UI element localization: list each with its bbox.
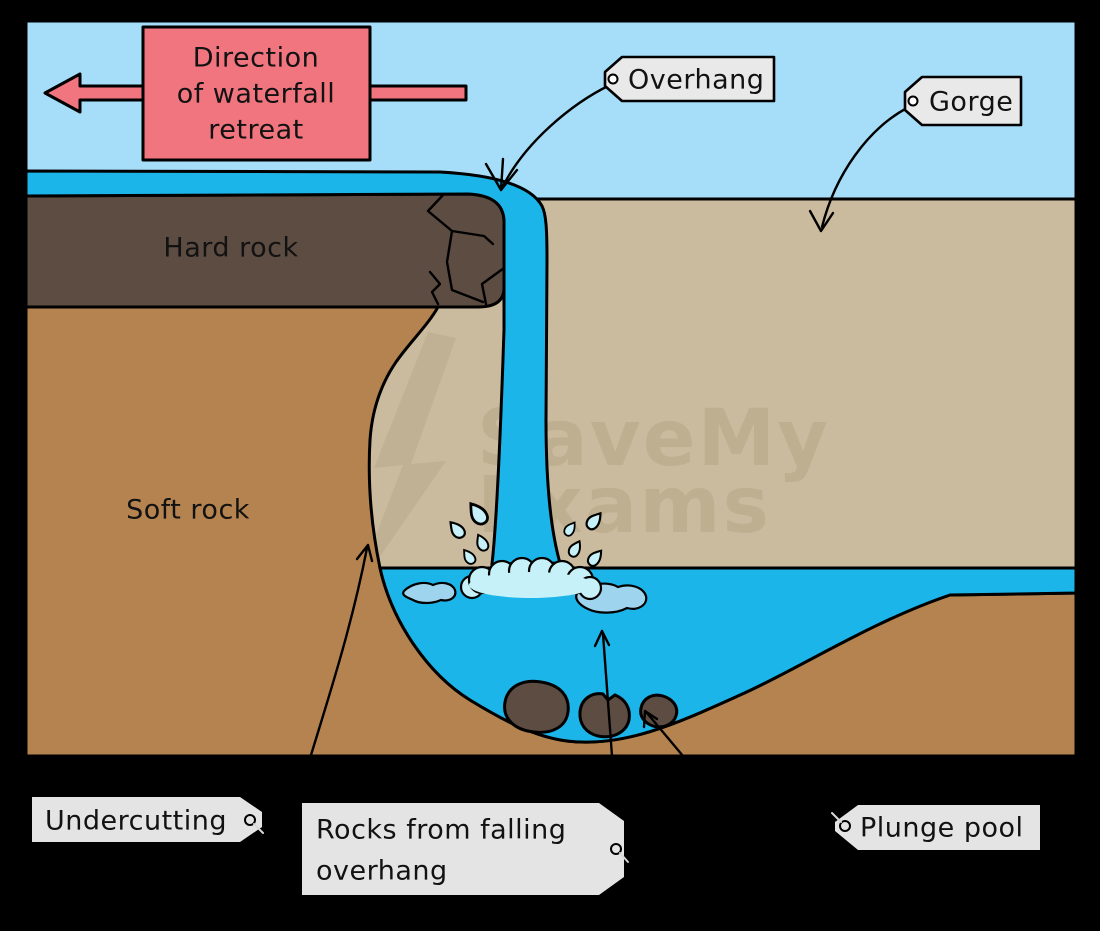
gorge-pointer-line — [820, 105, 911, 229]
hard-rock-cracks — [426, 193, 506, 306]
tag-eyelet-icon — [839, 820, 851, 832]
plunge-pool-tag: Plunge pool — [831, 805, 1040, 850]
rocks-arrow-1 — [601, 632, 614, 758]
undercutting-tag-shape — [32, 797, 262, 842]
overhang-pointer-line — [499, 83, 612, 192]
tag-eyelet-icon — [607, 73, 619, 85]
direction-box-line1: Direction — [193, 43, 319, 74]
droplet — [567, 539, 582, 558]
tag-eyelet-icon — [244, 814, 256, 826]
rocks-arrowhead-1 — [593, 629, 611, 648]
overhang-tag: Overhang — [484, 55, 776, 192]
droplet — [563, 521, 576, 537]
watermark-bolt-icon — [352, 332, 456, 597]
undercutting-label: Undercutting — [45, 806, 227, 837]
rocks-arrowhead-2 — [642, 709, 659, 729]
splash-droplets — [449, 501, 603, 567]
direction-box: Direction of waterfall retreat — [141, 25, 372, 162]
undercutting-arrowhead — [355, 543, 374, 563]
gorge-pointer-arrowhead — [808, 209, 835, 233]
tag-eyelet-icon — [610, 843, 622, 855]
gorge-tag-shape — [903, 75, 1023, 127]
diagram-frame — [22, 17, 1080, 760]
direction-box-line2: of waterfall — [177, 79, 336, 110]
soft-rock-label: Soft rock — [126, 495, 250, 526]
overhang-label: Overhang — [628, 65, 764, 96]
tag-string — [253, 823, 264, 834]
fallen-rock — [639, 693, 679, 729]
plunge-pool-tag-shape — [835, 805, 1040, 850]
direction-box-line3: retreat — [208, 115, 303, 146]
droplet — [586, 549, 603, 567]
tag-eyelet-icon — [907, 95, 919, 107]
rocks-label-line1: Rocks from falling — [316, 815, 566, 846]
splash-swirl-left — [402, 581, 457, 605]
overhang-tag-shape — [603, 55, 776, 103]
rocks-arrow-2 — [645, 711, 685, 758]
overhang-pointer-ticks — [484, 157, 519, 192]
droplet — [449, 520, 466, 539]
hard-rock-label: Hard rock — [163, 233, 298, 264]
rocks-tag-shape — [302, 803, 624, 895]
tag-string — [619, 852, 629, 863]
plunge-pool-label: Plunge pool — [860, 813, 1024, 844]
river-and-waterfall — [23, 169, 562, 566]
undercutting-arrow — [309, 546, 369, 757]
droplet — [463, 548, 477, 565]
droplet — [476, 533, 490, 552]
droplet — [469, 501, 489, 526]
gorge-tag: Gorge — [808, 75, 1023, 233]
direction-box-rect — [141, 25, 372, 162]
fallen-rocks — [503, 679, 679, 739]
rocks-from-falling-overhang-tag: Rocks from falling overhang — [302, 803, 629, 895]
undercutting-tag: Undercutting — [32, 797, 264, 842]
gorge-label: Gorge — [929, 87, 1013, 118]
tag-string — [831, 812, 842, 823]
fallen-rock — [578, 692, 631, 739]
rocks-label-line2: overhang — [316, 856, 448, 887]
fallen-rock — [503, 679, 570, 734]
foam-core — [469, 572, 593, 598]
splash-foam — [402, 556, 648, 614]
droplet — [585, 511, 602, 531]
